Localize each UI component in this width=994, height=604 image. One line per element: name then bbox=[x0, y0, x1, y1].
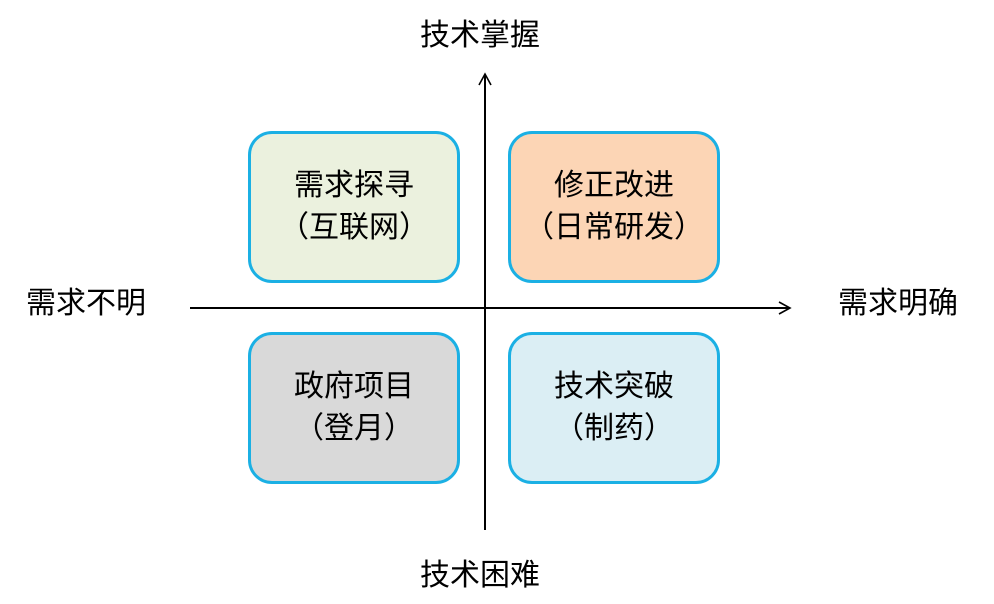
quadrant-top-left: 需求探寻 （互联网） bbox=[248, 131, 460, 283]
quadrant-subtitle: （制药） bbox=[554, 411, 674, 446]
quadrant-subtitle: （登月） bbox=[294, 411, 414, 446]
quadrant-subtitle: （互联网） bbox=[279, 210, 429, 245]
quadrant-title: 政府项目 bbox=[294, 369, 414, 404]
quadrant-title: 技术突破 bbox=[554, 369, 674, 404]
quadrant-bottom-right: 技术突破 （制药） bbox=[508, 332, 720, 484]
quadrant-top-right: 修正改进 （日常研发） bbox=[508, 131, 720, 283]
axis-label-top: 技术掌握 bbox=[420, 18, 540, 53]
axis-label-right: 需求明确 bbox=[838, 286, 958, 321]
quadrant-title: 需求探寻 bbox=[294, 168, 414, 203]
axis-label-left: 需求不明 bbox=[26, 286, 146, 321]
quadrant-subtitle: （日常研发） bbox=[524, 210, 704, 245]
quadrant-title: 修正改进 bbox=[554, 168, 674, 203]
quadrant-bottom-left: 政府项目 （登月） bbox=[248, 332, 460, 484]
axis-label-bottom: 技术困难 bbox=[420, 558, 540, 593]
